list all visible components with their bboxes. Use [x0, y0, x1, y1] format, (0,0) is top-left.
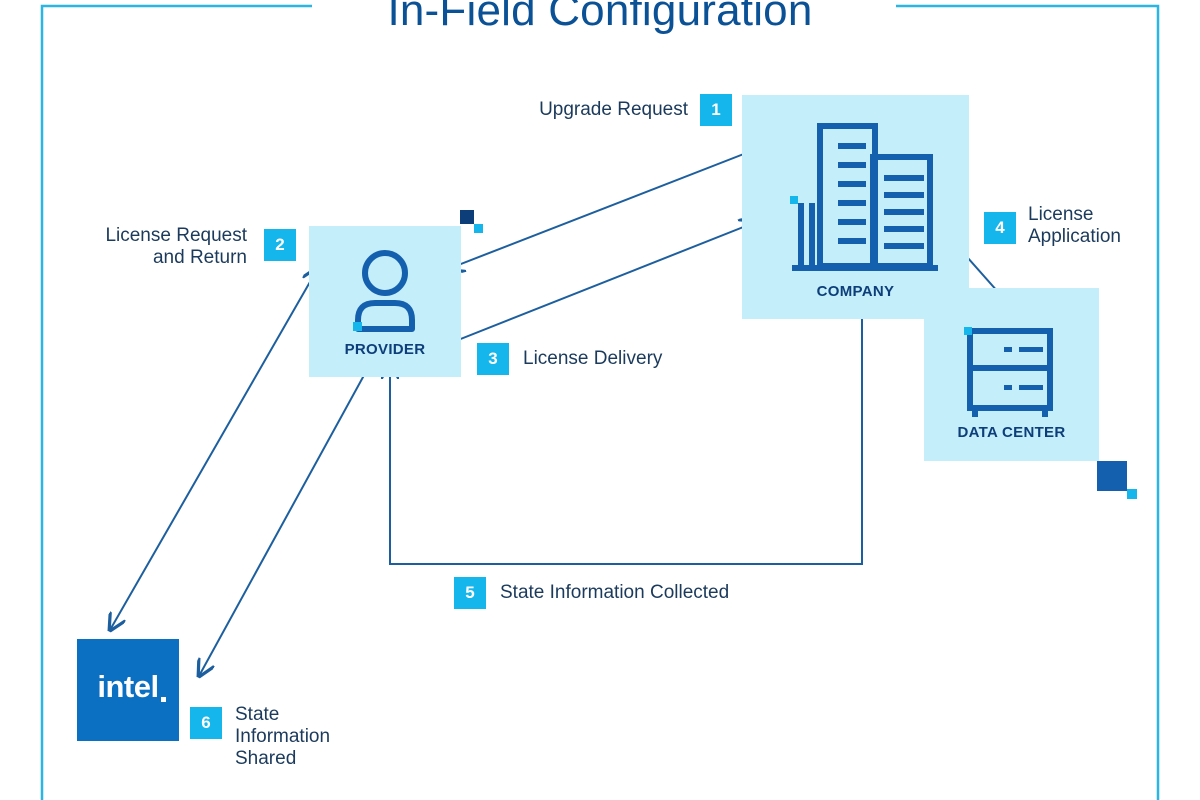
arrow-state-information-collected — [390, 312, 863, 565]
step-2-label-line1: License Request — [105, 225, 247, 246]
arrow-state-information-shared — [199, 367, 369, 676]
company-node — [742, 95, 969, 319]
step-6-label-line1: State — [235, 704, 280, 725]
arrow-license-delivery — [452, 222, 756, 343]
step-5-label: State Information Collected — [500, 582, 730, 603]
building-icon — [790, 123, 938, 271]
step-3-badge: 3 — [477, 343, 509, 375]
decor-square — [1097, 461, 1127, 491]
company-label: COMPANY — [816, 283, 895, 300]
frame-border — [40, 4, 1160, 800]
step-1-label: Upgrade Request — [539, 99, 688, 120]
decor-square — [460, 210, 474, 224]
decor-square — [1127, 489, 1137, 499]
decor-square — [474, 224, 483, 233]
step-3-label: License Delivery — [523, 348, 663, 369]
step-6-badge: 6 — [190, 707, 222, 739]
step-5-badge: 5 — [454, 577, 486, 609]
step-6-label-line3: Shared — [235, 748, 297, 769]
step-1-badge: 1 — [700, 94, 732, 126]
step-4-label-line2: Application — [1028, 226, 1121, 247]
provider-node — [309, 226, 461, 377]
intel-node: intel — [77, 639, 179, 741]
intel-logo: intel — [97, 669, 159, 704]
step-6-label-line2: Information — [235, 726, 331, 747]
step-2-label: License Request and Return — [50, 225, 247, 269]
server-icon — [964, 327, 1053, 417]
step-6-label: State Information Shared — [235, 704, 330, 770]
arrow-license-request-return — [110, 268, 318, 630]
step-2-label-line2: and Return — [152, 247, 247, 268]
person-icon — [353, 250, 415, 332]
arrow-upgrade-request — [448, 149, 755, 269]
data-center-node — [924, 288, 1099, 461]
step-4-badge: 4 — [984, 212, 1016, 244]
provider-label: PROVIDER — [344, 341, 426, 358]
step-4-label-line1: License — [1028, 204, 1094, 225]
step-4-label: License Application — [1028, 204, 1121, 248]
intel-logo-dot — [161, 697, 166, 702]
diagram-title: In-Field Configuration — [387, 0, 813, 35]
data-center-label: DATA CENTER — [957, 424, 1066, 441]
step-2-badge: 2 — [264, 229, 296, 261]
